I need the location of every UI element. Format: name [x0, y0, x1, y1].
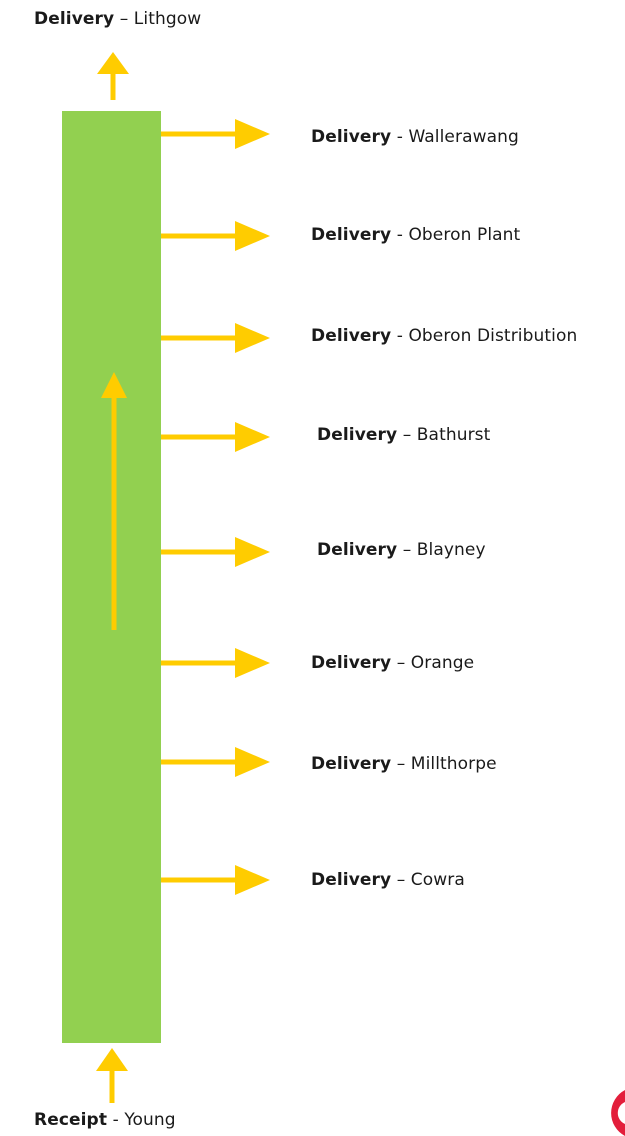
label-separator: – [391, 870, 411, 890]
label-place: Cowra [410, 870, 465, 890]
label-separator: – [114, 9, 134, 29]
label-place: Oberon Distribution [408, 326, 578, 346]
label-place: Young [124, 1110, 176, 1130]
delivery-arrow-cowra [161, 865, 270, 895]
brand-logo-icon [611, 1090, 625, 1136]
label-separator: – [391, 653, 411, 673]
delivery-arrow-oberon-distribution [161, 323, 270, 353]
delivery-arrow-wallerawang [161, 119, 270, 149]
label-separator: - [391, 127, 409, 147]
label-place: Lithgow [133, 9, 202, 29]
delivery-label-blayney: Delivery – Blayney [317, 540, 486, 560]
flow-direction-arrow [101, 372, 127, 630]
top-delivery-label: Delivery – Lithgow [34, 9, 201, 29]
label-place: Millthorpe [410, 754, 497, 774]
delivery-arrow-bathurst [161, 422, 270, 452]
delivery-label-oberon-plant: Delivery - Oberon Plant [311, 225, 520, 245]
delivery-label-wallerawang: Delivery - Wallerawang [311, 127, 519, 147]
delivery-arrow-oberon-plant [161, 221, 270, 251]
label-kind: Delivery [317, 540, 398, 560]
label-kind: Delivery [311, 127, 392, 147]
label-kind: Delivery [311, 326, 392, 346]
delivery-label-bathurst: Delivery – Bathurst [317, 425, 490, 445]
label-separator: - [107, 1110, 125, 1130]
label-place: Orange [410, 653, 475, 673]
delivery-label-oberon-distribution: Delivery - Oberon Distribution [311, 326, 577, 346]
label-kind: Delivery [317, 425, 398, 445]
label-place: Blayney [416, 540, 486, 560]
label-separator: – [397, 540, 417, 560]
delivery-arrow-blayney [161, 537, 270, 567]
delivery-label-cowra: Delivery – Cowra [311, 870, 465, 890]
label-place: Bathurst [416, 425, 491, 445]
bottom-receipt-label: Receipt - Young [34, 1110, 176, 1130]
label-kind: Delivery [311, 754, 392, 774]
delivery-label-millthorpe: Delivery – Millthorpe [311, 754, 497, 774]
label-separator: - [391, 225, 409, 245]
label-separator: - [391, 326, 409, 346]
delivery-arrow-millthorpe [161, 747, 270, 777]
label-kind: Delivery [34, 9, 115, 29]
label-kind: Delivery [311, 225, 392, 245]
bottom-inflow-arrow [96, 1048, 128, 1103]
delivery-arrow-orange [161, 648, 270, 678]
label-kind: Delivery [311, 870, 392, 890]
top-outflow-arrow [97, 52, 129, 100]
label-kind: Receipt [34, 1110, 108, 1130]
label-place: Oberon Plant [408, 225, 521, 245]
label-separator: – [391, 754, 411, 774]
label-place: Wallerawang [408, 127, 519, 147]
label-separator: – [397, 425, 417, 445]
label-kind: Delivery [311, 653, 392, 673]
delivery-label-orange: Delivery – Orange [311, 653, 474, 673]
